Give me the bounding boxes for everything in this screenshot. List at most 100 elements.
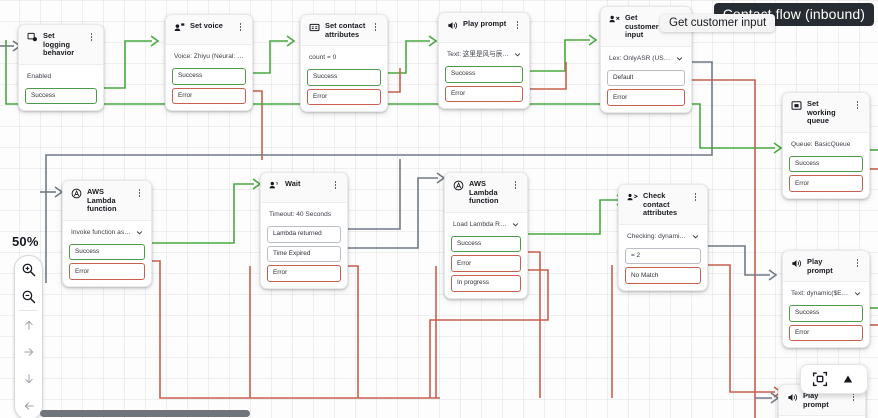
- port-time-expired[interactable]: Time Expired: [267, 245, 341, 263]
- port-error[interactable]: Error: [789, 175, 863, 192]
- port-no-match[interactable]: No Match: [625, 267, 701, 284]
- node-title: Wait: [285, 179, 301, 188]
- node-value: Lex: OnlyASR (US East N...: [609, 54, 683, 63]
- svg-text:s: s: [276, 181, 279, 186]
- node-menu-button[interactable]: [511, 179, 520, 191]
- zoom-level-label: 50%: [12, 234, 39, 249]
- node-menu-button[interactable]: [691, 191, 700, 203]
- check-attributes-icon: [627, 192, 638, 203]
- node-set-voice[interactable]: Set voice Voice: Zhiyu (Neural: None) Su…: [165, 14, 253, 112]
- port-error[interactable]: Error: [307, 88, 381, 106]
- node-menu-button[interactable]: [371, 21, 380, 33]
- node-menu-button[interactable]: [513, 19, 522, 31]
- speaker-icon: [447, 20, 458, 31]
- node-value: count = 0: [309, 54, 337, 62]
- port-success[interactable]: Success: [172, 68, 246, 85]
- node-set-working-queue[interactable]: Set working queue Queue: BasicQueue Succ…: [782, 92, 870, 199]
- port-error[interactable]: Error: [789, 324, 863, 342]
- node-set-contact-attributes[interactable]: Set contact attributes count = 0 Success…: [300, 14, 388, 113]
- node-play-prompt-right[interactable]: Play prompt Text: dynamic($External > ..…: [782, 250, 870, 349]
- canvas-toolbar[interactable]: [800, 364, 868, 394]
- node-ports: Success Error: [783, 303, 869, 347]
- arrow-down-icon[interactable]: [15, 365, 42, 392]
- port-default[interactable]: Default: [607, 69, 685, 87]
- node-value: Checking: dynamicExtern...: [627, 232, 699, 241]
- node-body: Lex: OnlyASR (US East N...: [601, 47, 691, 68]
- port-in-progress[interactable]: In progress: [451, 274, 521, 292]
- node-body: Queue: BasicQueue: [783, 133, 869, 154]
- port-success[interactable]: Success: [789, 155, 863, 173]
- port-success[interactable]: Success: [451, 235, 521, 253]
- node-ports: Success Error In progress: [445, 234, 527, 298]
- chevron-down-icon[interactable]: [692, 233, 699, 240]
- arrow-right-icon[interactable]: [15, 338, 42, 365]
- node-ports: Success Error: [63, 242, 151, 286]
- divider: [19, 310, 38, 311]
- node-header: Set logging behavior: [19, 25, 103, 65]
- triangle-up-icon[interactable]: [839, 370, 857, 388]
- port-error[interactable]: Error: [172, 87, 246, 105]
- node-menu-button[interactable]: [236, 21, 245, 33]
- node-menu-button[interactable]: [135, 187, 144, 199]
- horizontal-scrollbar-track[interactable]: [0, 406, 878, 418]
- node-body: Voice: Zhiyu (Neural: None): [166, 45, 252, 66]
- chevron-down-icon[interactable]: [136, 229, 143, 236]
- port-success[interactable]: Success: [69, 243, 145, 261]
- node-body: Text: dynamic($External > ...: [783, 282, 869, 303]
- zoom-out-icon[interactable]: [15, 283, 42, 310]
- node-title: Play prompt: [803, 391, 829, 409]
- node-title: Check contact attributes: [643, 191, 678, 218]
- chevron-down-icon[interactable]: [514, 51, 521, 58]
- port-success[interactable]: Success: [25, 87, 97, 105]
- port-lambda-returned[interactable]: Lambda returned: [267, 226, 341, 243]
- lambda-icon: [71, 188, 82, 199]
- port-error[interactable]: Error: [445, 85, 523, 103]
- node-menu-button[interactable]: [853, 99, 862, 111]
- node-body: Timeout: 40 Seconds: [261, 203, 347, 224]
- node-check-contact-attributes[interactable]: Check contact attributes Checking: dynam…: [618, 184, 708, 291]
- arrow-up-icon[interactable]: [15, 311, 42, 338]
- port-error[interactable]: Error: [267, 265, 341, 282]
- node-body: Load Lambda Result: dyn...: [445, 213, 527, 234]
- port-error[interactable]: Error: [451, 255, 521, 272]
- node-body: Enabled: [19, 65, 103, 86]
- fit-to-screen-icon[interactable]: [811, 370, 829, 388]
- node-body: Checking: dynamicExtern...: [619, 225, 707, 246]
- node-header: Set contact attributes: [301, 15, 387, 47]
- node-header: Play prompt: [783, 251, 869, 283]
- node-header: Set voice: [166, 15, 252, 45]
- queue-icon: [791, 100, 802, 111]
- port-error[interactable]: Error: [69, 263, 145, 280]
- node-value: Enabled: [27, 72, 52, 80]
- zoom-pan-controls[interactable]: [14, 255, 43, 418]
- node-title: AWS Lambda function: [469, 179, 499, 206]
- arrow-left-icon[interactable]: [15, 392, 42, 418]
- node-menu-button[interactable]: [87, 31, 96, 43]
- node-aws-lambda-function-invoke[interactable]: AWS Lambda function Invoke function asyn…: [62, 180, 152, 287]
- chevron-down-icon[interactable]: [512, 221, 519, 228]
- chevron-down-icon[interactable]: [676, 55, 683, 62]
- node-menu-button[interactable]: [853, 257, 862, 269]
- port-success[interactable]: Success: [789, 305, 863, 322]
- node-set-logging-behavior[interactable]: Set logging behavior Enabled Success: [18, 24, 104, 112]
- node-title: Set voice: [190, 21, 223, 30]
- node-value: Queue: BasicQueue: [791, 140, 851, 148]
- node-header: AWS Lambda function: [445, 173, 527, 213]
- wait-icon: s: [269, 180, 280, 191]
- node-hover-tooltip: Get customer input: [660, 14, 776, 32]
- zoom-in-icon[interactable]: [15, 256, 42, 283]
- node-menu-button[interactable]: [331, 179, 340, 191]
- node-header: Play prompt: [439, 13, 529, 43]
- attributes-icon: [309, 22, 320, 33]
- port-success[interactable]: Success: [445, 66, 523, 83]
- node-ports: Lambda returned Time Expired Error: [261, 224, 347, 288]
- node-wait[interactable]: s Wait Timeout: 40 Seconds Lambda return…: [260, 172, 348, 289]
- chevron-down-icon[interactable]: [854, 290, 861, 297]
- port-equals-2[interactable]: = 2: [625, 247, 701, 265]
- horizontal-scrollbar-thumb[interactable]: [40, 410, 250, 417]
- port-success[interactable]: Success: [307, 69, 381, 86]
- port-error[interactable]: Error: [607, 89, 685, 106]
- node-play-prompt-top[interactable]: Play prompt Text: 这里是风与辰公司第... Success E…: [438, 12, 530, 110]
- node-aws-lambda-function-load[interactable]: AWS Lambda function Load Lambda Result: …: [444, 172, 528, 299]
